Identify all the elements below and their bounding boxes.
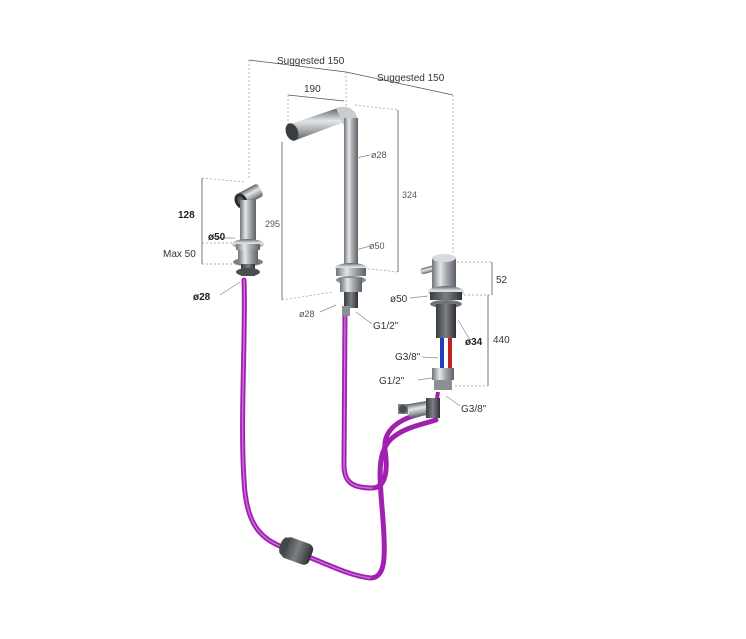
- dimension-lines: [201, 59, 493, 387]
- flex-hose-icon: [240, 277, 439, 581]
- mixer-height-label: 52: [496, 275, 508, 286]
- handshower-height-label: 128: [178, 210, 195, 221]
- connector-a-label: G3/8": [395, 352, 421, 363]
- connector-c-label: G3/8": [461, 404, 487, 415]
- mixer-valve-icon: [398, 254, 464, 418]
- suggested-150-right-label: Suggested 150: [377, 73, 445, 84]
- mixer-shank-diameter-label: ø34: [465, 337, 483, 348]
- handshower-icon: [232, 184, 264, 276]
- spout-diameter-mid-label: ø50: [369, 241, 385, 251]
- hose-weight-icon: [279, 537, 314, 565]
- handshower-base-diameter-label: ø28: [193, 292, 211, 303]
- spout-base-diameter-label: ø28: [299, 309, 315, 319]
- leader-lines: [212, 154, 471, 407]
- suggested-150-left-label: Suggested 150: [277, 56, 345, 67]
- handshower-max-label: Max 50: [163, 249, 196, 260]
- handshower-diameter-label: ø50: [208, 232, 226, 243]
- spout-thread-label: G1/2": [373, 321, 399, 332]
- spout-height-inner-label: 295: [265, 219, 280, 229]
- mixer-diameter-label: ø50: [390, 294, 408, 305]
- spout-height-total-label: 324: [402, 190, 417, 200]
- spout-diameter-top-label: ø28: [371, 150, 387, 160]
- flex-hoses: [240, 277, 440, 581]
- dimension-labels: Suggested 150 Suggested 150 190 ø28 324 …: [163, 56, 510, 415]
- spout-reach-label: 190: [304, 84, 321, 95]
- mixer-shank-length-label: 440: [493, 335, 510, 346]
- connector-b-label: G1/2": [379, 376, 405, 387]
- spout-faucet-icon: [285, 106, 367, 316]
